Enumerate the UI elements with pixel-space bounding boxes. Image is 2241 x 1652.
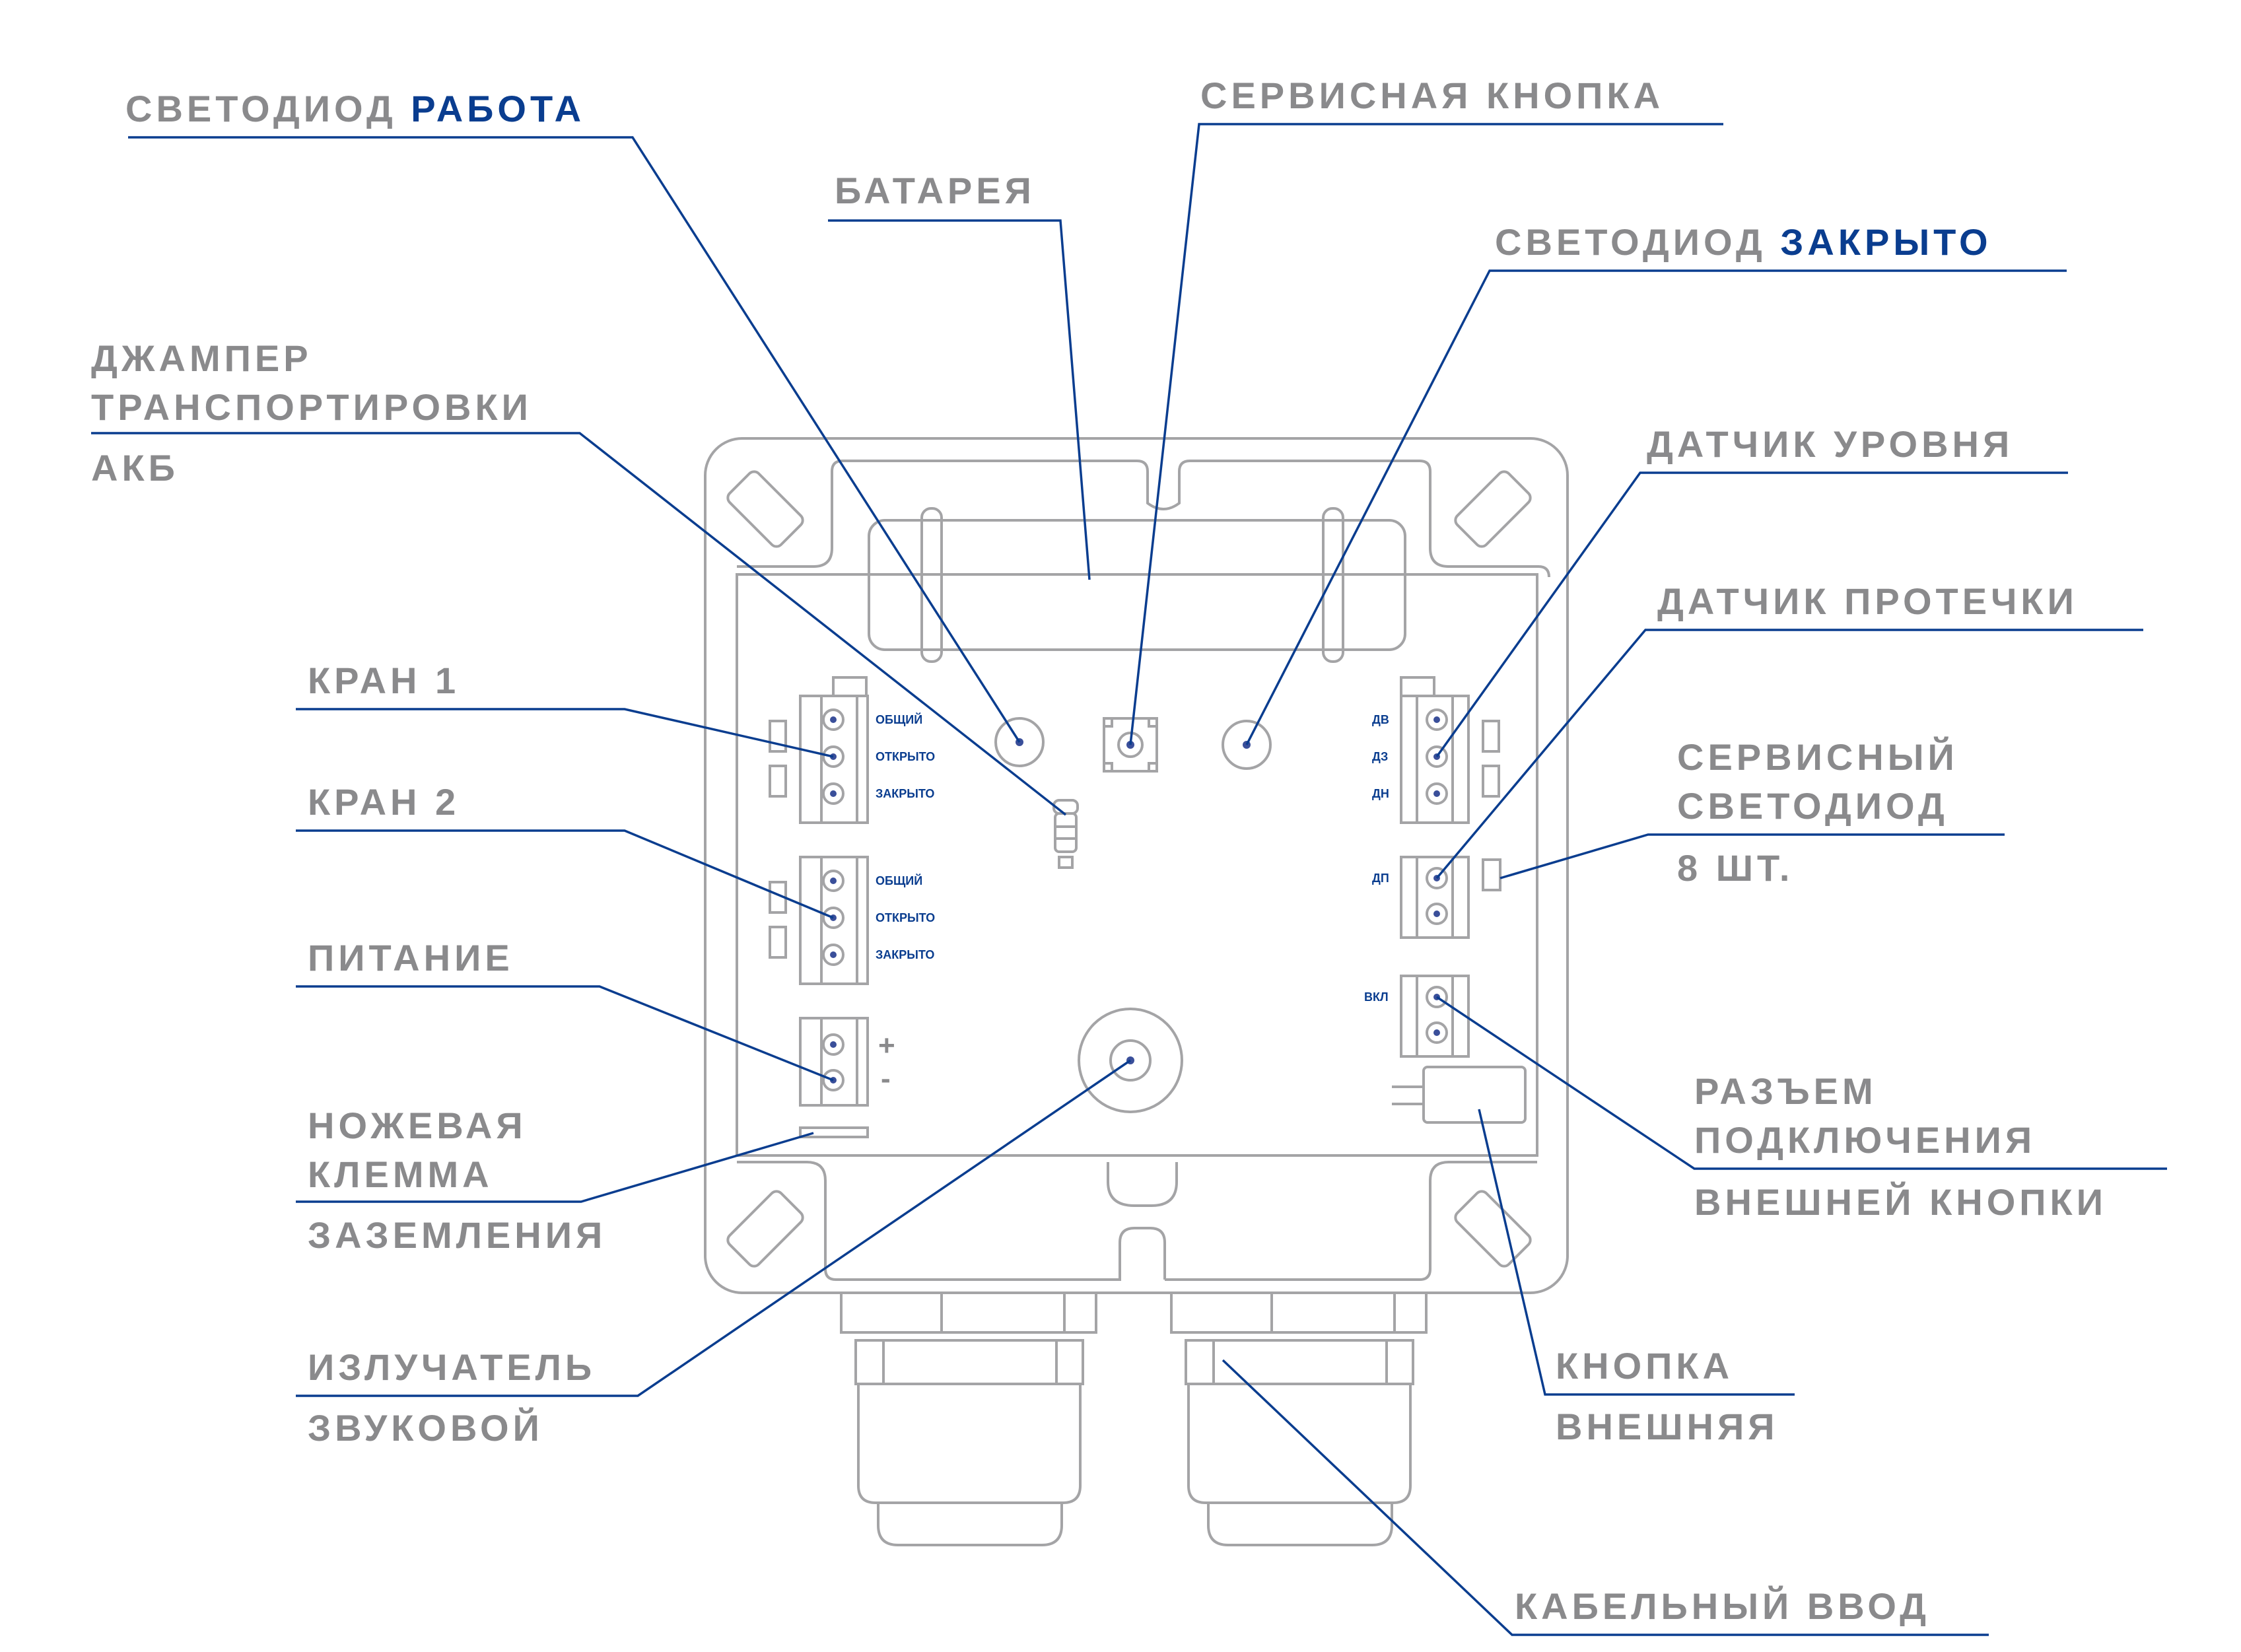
led-work (994, 717, 1045, 767)
ground-blade-terminal (799, 1126, 869, 1138)
cable-gland-left (840, 1291, 1097, 1546)
label-ground-line2: КЛЕММА (308, 1153, 493, 1195)
external-button[interactable] (1392, 1066, 1527, 1124)
led-closed (1222, 720, 1272, 770)
label-ground-line1: НОЖЕВАЯ (308, 1105, 527, 1146)
level-dz-label: ДЗ (1372, 750, 1388, 763)
enclosure (704, 437, 1569, 1294)
valve1-open-label: ОТКРЫТО (876, 750, 935, 763)
label-ground-line3: ЗАЗЕМЛЕНИЯ (308, 1214, 606, 1256)
valve2-closed-label: ЗАКРЫТО (876, 948, 934, 961)
label-led-work: СВЕТОДИОД РАБОТА (125, 88, 585, 129)
valve2-open-label: ОТКРЫТО (876, 911, 935, 924)
sound-emitter (1078, 1008, 1183, 1113)
label-ext-connector-line1: РАЗЪЕМ (1694, 1070, 1877, 1112)
service-led (1482, 858, 1501, 891)
label-jumper-line1: ДЖАМПЕР (91, 337, 312, 379)
leak-dp-label: ДП (1372, 872, 1389, 885)
label-service-led-line1: СЕРВИСНЫЙ (1677, 736, 1958, 778)
label-jumper-line2: ТРАНСПОРТИРОВКИ (91, 386, 532, 428)
terminal-valve2 (769, 856, 869, 985)
callout-lines (91, 123, 2167, 1636)
label-power: ПИТАНИЕ (308, 937, 514, 979)
power-plus-label: + (878, 1029, 895, 1062)
label-service-button: СЕРВИСНАЯ КНОПКА (1200, 75, 1664, 116)
terminal-power (799, 1017, 869, 1107)
transport-jumper[interactable] (1052, 799, 1079, 869)
level-dn-label: ДН (1372, 787, 1389, 800)
power-minus-label: - (881, 1062, 891, 1095)
ext-button-on-label: ВКЛ (1364, 990, 1389, 1004)
valve1-closed-label: ЗАКРЫТО (876, 787, 934, 800)
battery (868, 507, 1406, 663)
valve2-common-label: ОБЩИЙ (876, 874, 922, 887)
label-service-led-line2: СВЕТОДИОД (1677, 785, 1948, 827)
label-ext-button-line2: ВНЕШНЯЯ (1556, 1406, 1778, 1447)
label-level-sensor: ДАТЧИК УРОВНЯ (1647, 423, 2013, 465)
label-buzzer-line1: ИЗЛУЧАТЕЛЬ (308, 1346, 596, 1388)
label-valve1: КРАН 1 (308, 660, 460, 701)
label-battery: БАТАРЕЯ (835, 170, 1035, 211)
label-valve2: КРАН 2 (308, 781, 460, 823)
label-buzzer-line2: ЗВУКОВОЙ (308, 1407, 543, 1449)
label-cable-gland: КАБЕЛЬНЫЙ ВВОД (1515, 1585, 1930, 1627)
label-jumper-line3: АКБ (91, 447, 179, 489)
label-led-closed: СВЕТОДИОД ЗАКРЫТО (1495, 221, 1992, 263)
label-leak-sensor: ДАТЧИК ПРОТЕЧКИ (1657, 580, 2078, 622)
label-service-led-line3: 8 ШТ. (1677, 847, 1793, 889)
cable-gland-right (1170, 1291, 1428, 1546)
terminal-level-sensor (1400, 676, 1500, 824)
terminal-valve1 (769, 676, 869, 824)
terminal-ext-button (1400, 975, 1470, 1058)
label-ext-connector-line2: ПОДКЛЮЧЕНИЯ (1694, 1119, 2036, 1161)
label-ext-connector-line3: ВНЕШНЕЙ КНОПКИ (1694, 1181, 2107, 1223)
valve1-common-label: ОБЩИЙ (876, 712, 922, 726)
label-ext-button-line1: КНОПКА (1556, 1345, 1733, 1387)
level-dv-label: ДВ (1372, 713, 1389, 726)
terminal-leak-sensor (1400, 856, 1501, 939)
